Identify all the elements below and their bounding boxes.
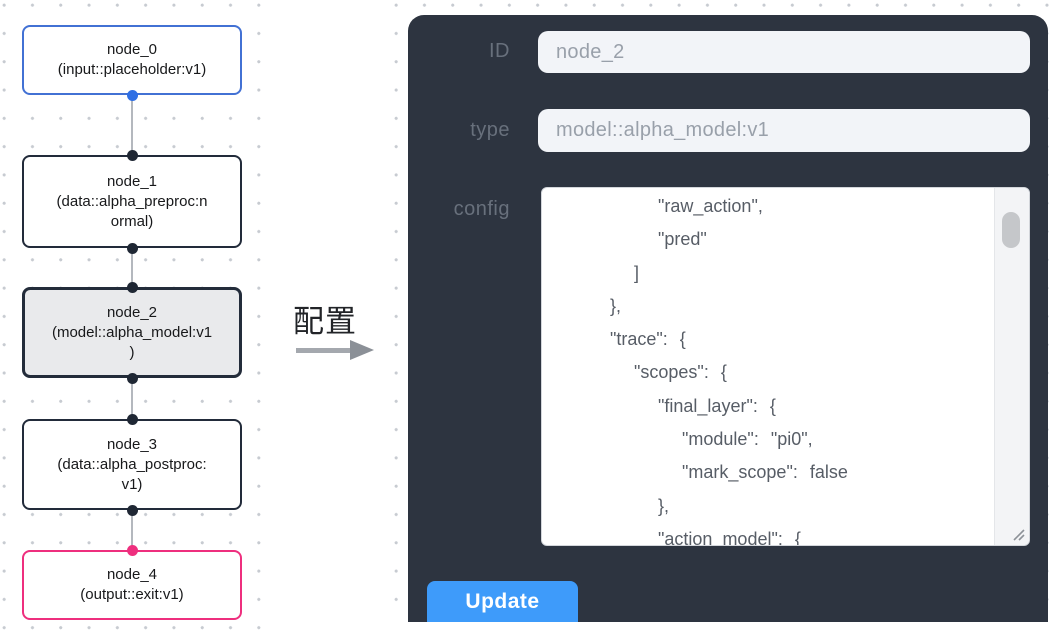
flow-node-node_4[interactable]: node_4 (output::exit:v1): [22, 550, 242, 620]
node-type-label: (data::alpha_preproc:n: [56, 192, 208, 210]
config-json-content: "raw_action", "pred" ] }, "trace": { "sc…: [542, 189, 994, 545]
node-title: node_2: [106, 303, 158, 321]
type-field-label: type: [470, 119, 510, 141]
config-line: "raw_action",: [562, 196, 763, 216]
config-field-label: config: [453, 198, 510, 220]
id-field-label: ID: [489, 40, 510, 62]
node-type-label: (model::alpha_model:v1: [51, 323, 213, 341]
config-line: "scopes": {: [562, 362, 727, 383]
connection-port-output-node3[interactable]: [126, 504, 138, 516]
node-title: node_0: [106, 41, 158, 58]
edge-node3-node4: [131, 510, 133, 550]
config-line: ]: [562, 262, 640, 283]
id-input[interactable]: [538, 31, 1030, 73]
edge-node1-node2: [131, 248, 133, 287]
connection-port-input-node1[interactable]: [126, 149, 138, 161]
edge-node0-node1: [131, 95, 133, 155]
connection-port-output-node2[interactable]: [126, 372, 138, 384]
flow-node-node_0[interactable]: node_0 (input::placeholder:v1): [22, 25, 242, 95]
config-line: },: [562, 495, 670, 516]
annotation-label: 配置: [293, 304, 357, 339]
config-line: },: [562, 295, 622, 316]
node-title: node_1: [106, 172, 158, 190]
config-line: "module": "pi0",: [562, 429, 813, 450]
config-line: "trace": {: [562, 329, 686, 350]
node-title: node_3: [106, 435, 158, 453]
connection-port-input-node2[interactable]: [126, 281, 138, 293]
config-scrollbar-track[interactable]: [994, 188, 1029, 545]
connection-port-input-node3[interactable]: [126, 413, 138, 425]
config-textarea[interactable]: "raw_action", "pred" ] }, "trace": { "sc…: [541, 187, 1030, 546]
node-type-label: (input::placeholder:v1): [57, 61, 207, 78]
annotation-configure: 配置: [293, 296, 389, 360]
config-line: "final_layer": {: [562, 395, 776, 416]
node-type-label: (data::alpha_postproc:: [57, 455, 207, 473]
edge-node2-node3: [131, 378, 133, 419]
flow-canvas[interactable]: node_0 (input::placeholder:v1) node_1 (d…: [0, 0, 268, 643]
type-input[interactable]: [538, 109, 1030, 152]
node-type-label: v1): [121, 475, 143, 493]
flow-node-node_1[interactable]: node_1 (data::alpha_preproc:n ormal): [22, 155, 242, 248]
config-scrollbar-thumb[interactable]: [1002, 212, 1020, 248]
right-arrow-icon: [296, 340, 376, 360]
config-line: "action_model": {: [562, 528, 801, 545]
node-title: node_4: [106, 566, 158, 583]
config-line: "mark_scope": false: [562, 462, 848, 483]
node-type-label: ): [129, 343, 135, 361]
connection-port-output-node0[interactable]: [126, 89, 138, 101]
node-type-label: (output::exit:v1): [80, 586, 184, 603]
connection-port-output-node1[interactable]: [126, 242, 138, 254]
flow-node-node_3[interactable]: node_3 (data::alpha_postproc: v1): [22, 419, 242, 510]
node-type-label: ormal): [110, 212, 154, 230]
resize-handle-icon[interactable]: [1010, 526, 1026, 542]
connection-port-input-node4[interactable]: [126, 544, 138, 556]
update-button[interactable]: Update: [427, 581, 578, 622]
config-line: "pred": [562, 229, 707, 250]
node-config-panel: ID type config "raw_action", "pred" ] },…: [408, 15, 1048, 622]
flow-node-node_2-selected[interactable]: node_2 (model::alpha_model:v1 ): [22, 287, 242, 378]
